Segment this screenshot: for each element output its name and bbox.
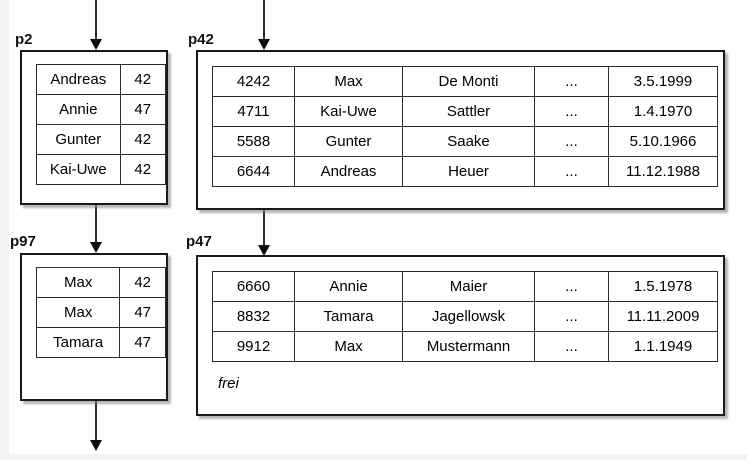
cell-name: Gunter [36,124,121,155]
cell-date: 1.4.1970 [608,96,718,127]
cell-lastname: Mustermann [402,331,535,362]
cell-name: Max [35,297,121,328]
arrow-into-p2 [90,0,102,50]
table-row: Kai-Uwe 42 [36,154,167,185]
cell-more: ... [534,271,609,302]
cell-value: 47 [119,297,166,328]
cell-more: ... [534,66,609,97]
cell-date: 11.12.1988 [608,156,718,187]
table-row: Max 47 [35,297,166,328]
cell-name: Tamara [35,327,121,358]
cell-value: 42 [119,267,166,298]
table-row: 8832 Tamara Jagellowsk ... 11.11.2009 [212,301,718,332]
cell-id: 4242 [212,66,295,97]
cell-more: ... [534,96,609,127]
cell-name: Kai-Uwe [36,154,121,185]
cell-date: 1.1.1949 [608,331,718,362]
cell-lastname: De Monti [402,66,535,97]
page-box-p42: 4242 Max De Monti ... 3.5.1999 4711 Kai-… [196,50,725,210]
cell-firstname: Gunter [294,126,403,157]
table-row: Max 42 [35,267,166,298]
page-label-p47: p47 [186,233,212,250]
table-row: 4711 Kai-Uwe Sattler ... 1.4.1970 [212,96,718,127]
cell-id: 4711 [212,96,295,127]
page-label-p42: p42 [188,31,214,48]
data-table-p47: 6660 Annie Maier ... 1.5.1978 8832 Tamar… [212,271,718,362]
table-row: Gunter 42 [36,124,167,155]
table-row: 6660 Annie Maier ... 1.5.1978 [212,271,718,302]
cell-id: 9912 [212,331,295,362]
cell-firstname: Andreas [294,156,403,187]
cell-date: 3.5.1999 [608,66,718,97]
cell-lastname: Maier [402,271,535,302]
cell-lastname: Saake [402,126,535,157]
cell-firstname: Tamara [294,301,403,332]
table-row: Andreas 42 [36,64,167,95]
left-gutter-strip [0,0,9,460]
table-row: 5588 Gunter Saake ... 5.10.1966 [212,126,718,157]
index-table-p2: Andreas 42 Annie 47 Gunter 42 Kai-Uwe 42 [36,64,167,185]
cell-value: 47 [119,94,167,125]
cell-id: 5588 [212,126,295,157]
cell-more: ... [534,156,609,187]
cell-date: 1.5.1978 [608,271,718,302]
cell-lastname: Sattler [402,96,535,127]
cell-value: 42 [119,154,167,185]
page-box-p2: Andreas 42 Annie 47 Gunter 42 Kai-Uwe 42 [20,50,168,205]
cell-firstname: Max [294,331,403,362]
cell-name: Andreas [36,64,121,95]
cell-name: Annie [36,94,121,125]
cell-value: 42 [119,124,167,155]
cell-firstname: Kai-Uwe [294,96,403,127]
cell-date: 11.11.2009 [608,301,718,332]
page-box-p47: 6660 Annie Maier ... 1.5.1978 8832 Tamar… [196,255,725,416]
arrow-into-p42 [258,0,270,50]
cell-value: 47 [119,327,166,358]
cell-value: 42 [119,64,167,95]
cell-id: 6644 [212,156,295,187]
cell-id: 6660 [212,271,295,302]
cell-id: 8832 [212,301,295,332]
cell-name: Max [35,267,121,298]
cell-firstname: Annie [294,271,403,302]
arrow-p42-to-p47 [258,210,270,256]
data-table-p42: 4242 Max De Monti ... 3.5.1999 4711 Kai-… [212,66,718,187]
page-label-p97: p97 [10,233,36,250]
cell-more: ... [534,126,609,157]
cell-more: ... [534,331,609,362]
cell-lastname: Heuer [402,156,535,187]
index-table-p97: Max 42 Max 47 Tamara 47 [35,267,166,358]
arrow-out-of-p97 [90,400,102,452]
table-row: Annie 47 [36,94,167,125]
table-row: 6644 Andreas Heuer ... 11.12.1988 [212,156,718,187]
bottom-gutter-strip [0,454,747,460]
cell-more: ... [534,301,609,332]
free-space-label: frei [218,375,239,392]
table-row: 4242 Max De Monti ... 3.5.1999 [212,66,718,97]
cell-firstname: Max [294,66,403,97]
page-label-p2: p2 [15,31,33,48]
table-row: Tamara 47 [35,327,166,358]
table-row: 9912 Max Mustermann ... 1.1.1949 [212,331,718,362]
cell-date: 5.10.1966 [608,126,718,157]
page-box-p97: Max 42 Max 47 Tamara 47 [20,253,168,401]
arrow-p2-to-p97 [90,205,102,253]
cell-lastname: Jagellowsk [402,301,535,332]
